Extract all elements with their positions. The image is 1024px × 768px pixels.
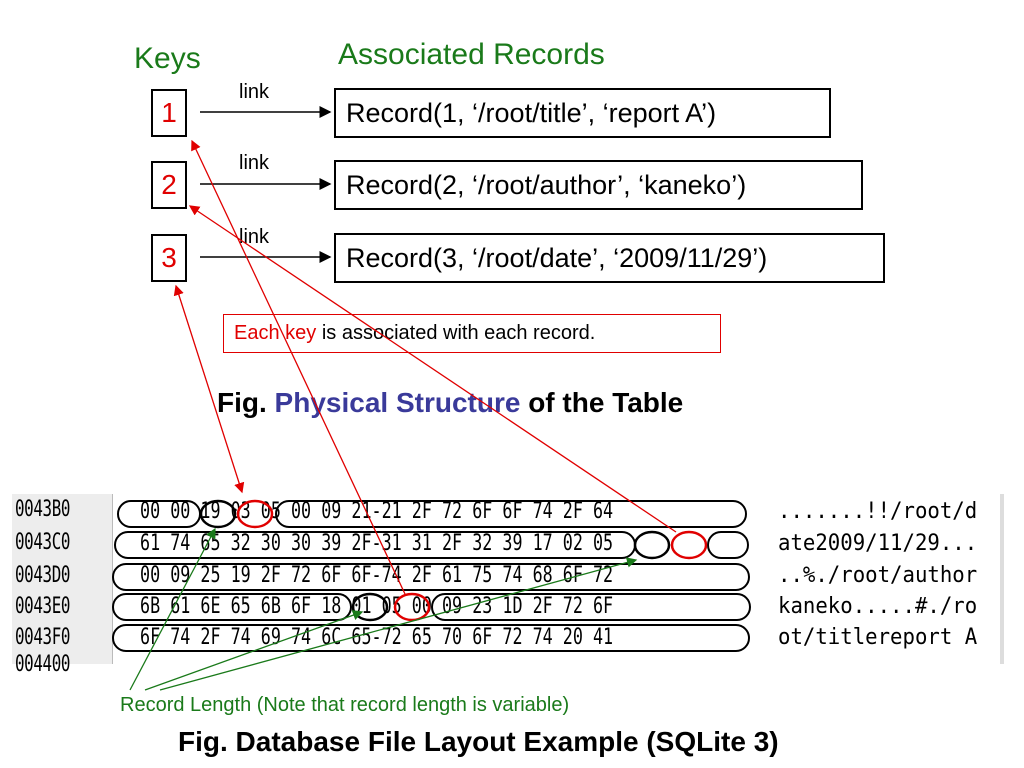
ascii-row-4: ot/titlereport A [778, 625, 978, 650]
key-box-3: 3 [151, 234, 187, 282]
ascii-row-0: .......!!/root/d [778, 499, 978, 524]
record-oval-r0b [275, 500, 747, 528]
key-circle-01 [393, 592, 431, 622]
key-circle-03 [236, 499, 274, 529]
ascii-row-1: ate2009/11/29... [778, 531, 978, 556]
record-oval-r3b [431, 593, 751, 621]
hexdump-panel-edge [1000, 494, 1004, 664]
length-arrow-18 [144, 610, 364, 691]
address-3: 0043E0 [15, 594, 71, 619]
caption1-suffix: of the Table [520, 387, 684, 418]
record-oval-r1a [114, 531, 636, 559]
note-highlight: Each key [234, 322, 317, 344]
address-2: 0043D0 [15, 563, 71, 588]
address-4: 0043F0 [15, 625, 71, 650]
address-5: 004400 [15, 652, 71, 677]
key-arrow-3 [173, 284, 245, 494]
record-box-2: Record(2, ‘/root/author’, ‘kaneko’) [334, 160, 863, 210]
record-oval-r4 [112, 624, 750, 652]
address-0: 0043B0 [15, 497, 71, 522]
record-oval-r1b [707, 531, 749, 559]
hex-row-1: 61 74 65 32 30 30 39 2F-31 31 2F 32 39 1… [140, 531, 614, 556]
length-arrow-17 [159, 557, 638, 691]
length-circle-19 [199, 499, 237, 529]
key-box-1: 1 [151, 89, 187, 137]
key-arrow-2 [188, 205, 677, 533]
length-arrow-19 [129, 527, 216, 691]
record-oval-r0a [117, 500, 201, 528]
record-length-label: Record Length (Note that record length i… [120, 694, 570, 716]
association-note: Each key is associated with each record. [223, 314, 721, 353]
keys-header: Keys [134, 42, 201, 75]
records-header: Associated Records [338, 38, 605, 71]
key-circle-02 [670, 530, 708, 560]
length-circle-18 [351, 592, 389, 622]
hex-row-4: 6F 74 2F 74 69 74 6C 65-72 65 70 6F 72 7… [140, 625, 614, 650]
hexdump-panel: 0043B0 0043C0 0043D0 0043E0 0043F0 00440… [12, 494, 1001, 677]
caption-database-file-layout: Fig. Database File Layout Example (SQLit… [178, 726, 779, 757]
link-label-1: link [239, 81, 270, 103]
address-1: 0043C0 [15, 530, 71, 555]
hex-row-2: 00 09 25 19 2F 72 6F 6F-74 2F 61 75 74 6… [140, 563, 614, 588]
ascii-row-3: kaneko.....#./ro [778, 594, 978, 619]
record-oval-r2 [112, 563, 750, 591]
note-text: is associated with each record. [316, 322, 596, 344]
address-column: 0043B0 0043C0 0043D0 0043E0 0043F0 00440… [12, 494, 113, 677]
key-arrow-1 [191, 139, 406, 595]
length-circle-17 [633, 530, 671, 560]
link-label-2: link [239, 152, 270, 174]
link-label-3: link [239, 226, 270, 248]
record-box-3: Record(3, ‘/root/date’, ‘2009/11/29’) [334, 233, 885, 283]
record-oval-r3a [112, 593, 352, 621]
ascii-row-2: ..%./root/author [778, 563, 978, 588]
key-box-2: 2 [151, 161, 187, 209]
record-box-1: Record(1, ‘/root/title’, ‘report A’) [334, 88, 831, 138]
